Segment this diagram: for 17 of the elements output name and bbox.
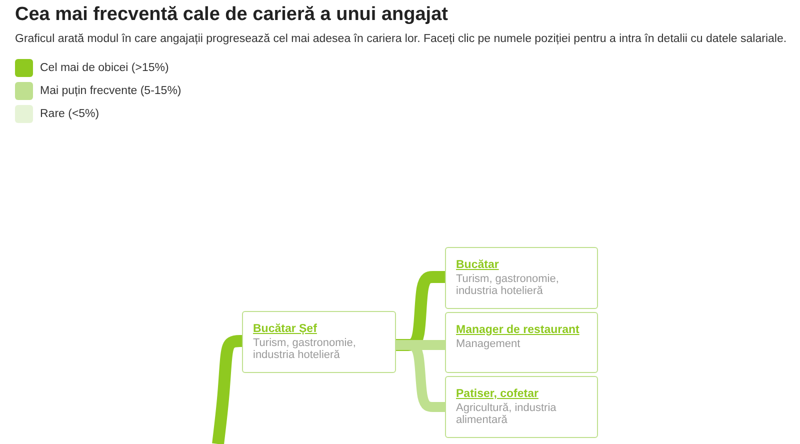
job-title-link: Bucătar	[456, 259, 499, 271]
chart-title: Cea mai frecventă cale de carieră a unui angajat	[15, 4, 448, 26]
industry-text: Agricultură, industria alimentară	[456, 403, 558, 426]
legend-label: Cel mai de obicei (>15%)	[40, 62, 169, 74]
legend-label: Rare (<5%)	[40, 108, 100, 120]
job-card	[445, 312, 598, 373]
job-title-link: Patiser, cofetar	[456, 388, 538, 400]
industry-text: Turism, gastronomie, industria hotelieră	[456, 274, 560, 298]
legend-label: Mai puțin frecvente (5-15%)	[40, 85, 182, 97]
job-card	[242, 311, 396, 373]
industry-text: Management	[456, 339, 522, 351]
job-card	[445, 376, 598, 438]
industry-text: Turism, gastronomie, industria hotelieră	[253, 338, 357, 362]
job-title-link: Manager de restaurant	[456, 324, 580, 336]
job-title-link: Bucătar Șef	[253, 323, 317, 335]
chart-description: Graficul arată modul în care angajații progresează cel mai adesea în cariera lor. Faceți clic pe numele poziției pentru a intra în detalii cu datele salariale.	[15, 33, 787, 45]
job-card	[445, 247, 598, 309]
